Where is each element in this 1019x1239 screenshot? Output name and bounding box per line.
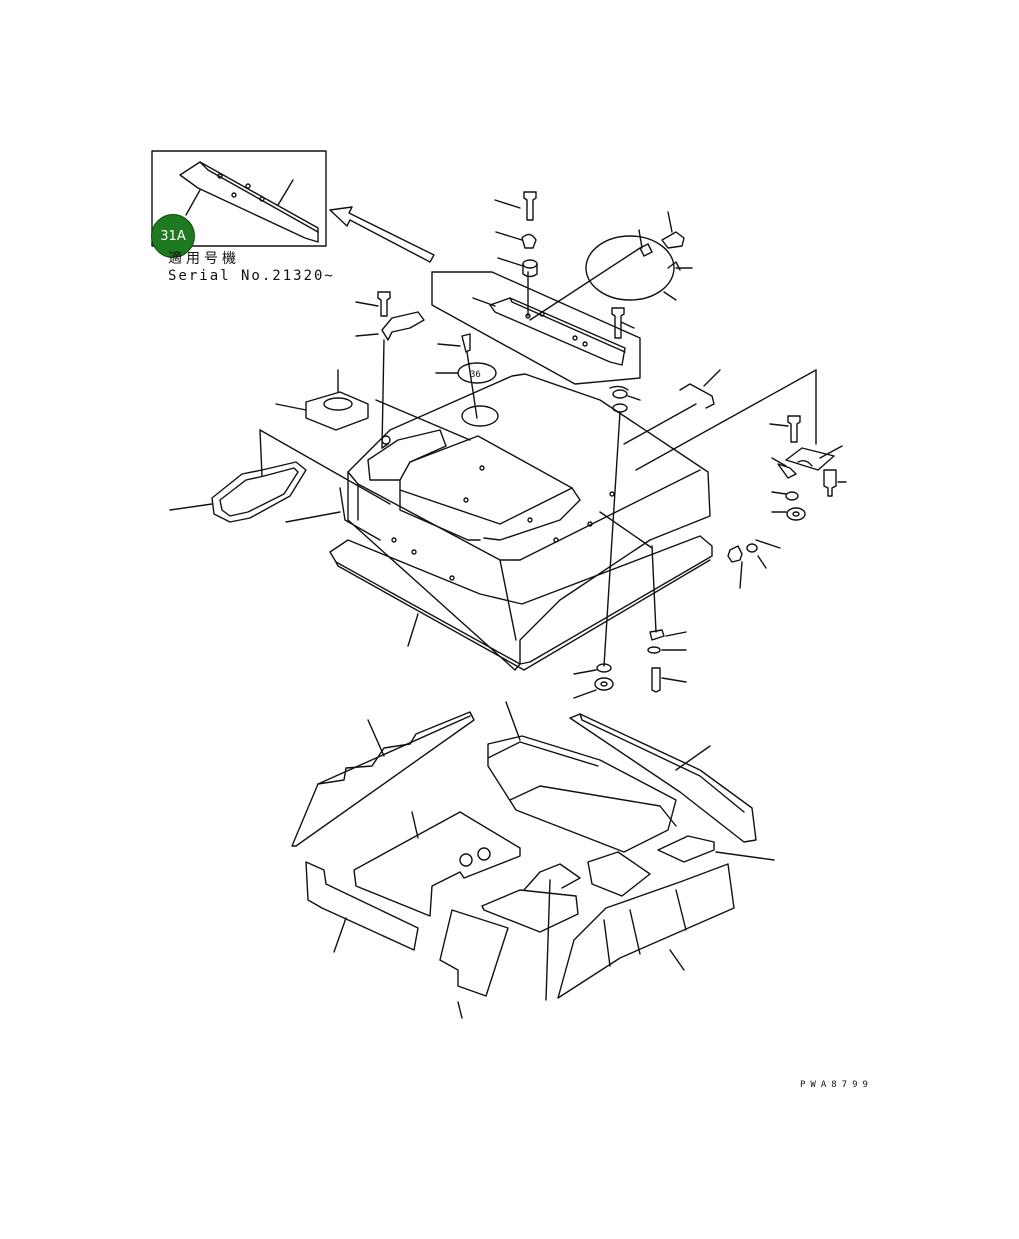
right-hardware — [573, 369, 847, 699]
gasket — [169, 429, 307, 523]
drawing-code: PWA8799 — [800, 1080, 873, 1090]
top-hardware — [494, 191, 693, 339]
serial-number-label: Serial No.21320~ — [168, 268, 335, 284]
direction-arrow — [329, 206, 435, 263]
left-hardware: 36 — [275, 291, 497, 449]
applicable-model-label: 適用号機 — [168, 251, 240, 267]
cover-body — [259, 373, 711, 671]
svg-text:36: 36 — [470, 370, 481, 380]
inset-box — [151, 150, 327, 247]
insulation-pads — [291, 701, 775, 1019]
cover-plate-group — [431, 271, 641, 385]
callout-31a-button[interactable]: 31A — [151, 214, 195, 258]
seal-frame — [329, 535, 713, 671]
